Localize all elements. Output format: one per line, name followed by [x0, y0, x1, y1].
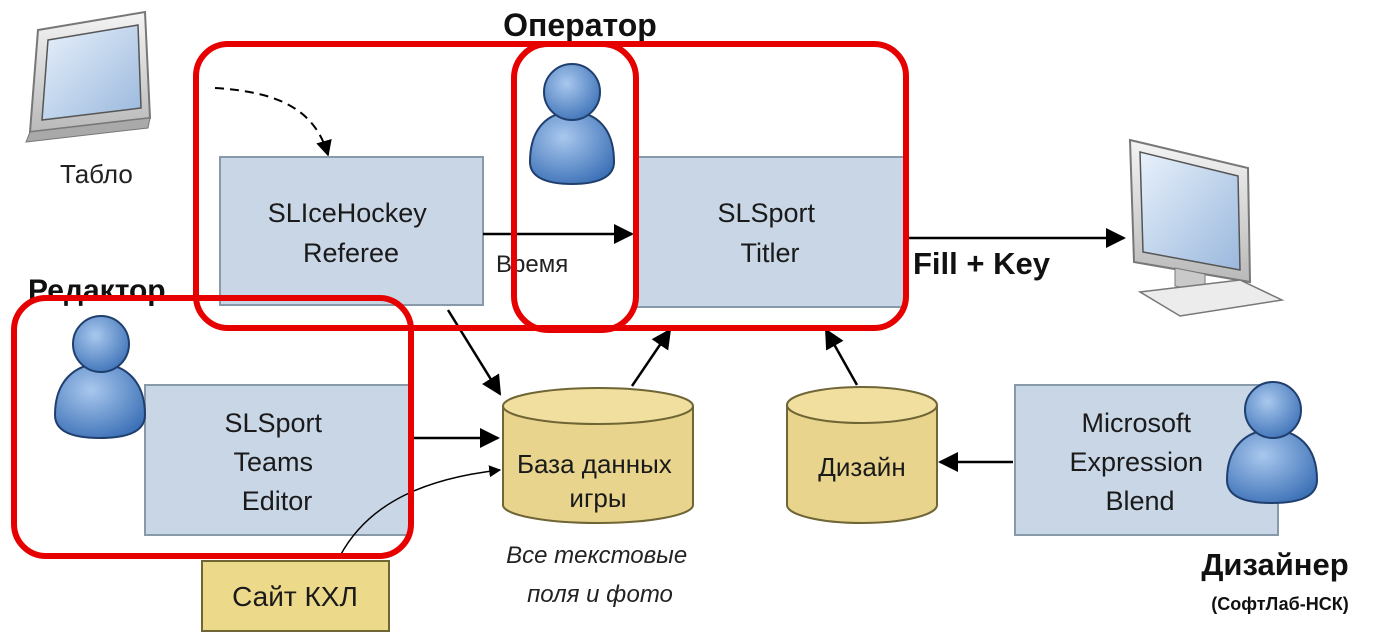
titler-line-1: SLSport — [717, 198, 815, 228]
teams-editor-line-3: Editor — [242, 486, 313, 516]
game-db-line-1: База данных — [517, 449, 672, 479]
tablo-label: Табло — [60, 159, 133, 189]
teams-editor-line-1: SLSport — [224, 408, 322, 438]
teams-editor-block: SLSport Teams Editor — [144, 384, 410, 536]
designer-org-label: (СофтЛаб-НСК) — [1211, 594, 1349, 614]
editor-highlight-frame — [11, 295, 414, 559]
note-line-1: Все текстовые — [506, 542, 687, 569]
titler-line-2: Titler — [741, 238, 800, 268]
designer-person-icon — [1225, 381, 1319, 505]
design-to-titler-arrow — [824, 328, 859, 386]
site-to-db-arrow — [339, 465, 502, 557]
game-database: База данных игры — [502, 387, 694, 524]
svg-text:База данных игры: База данных игры — [517, 449, 679, 513]
blend-line-3: Blend — [1105, 486, 1174, 516]
tablo-to-referee-arrow — [214, 87, 332, 157]
blend-line-2: Expression — [1069, 447, 1203, 477]
time-label: Время — [496, 251, 568, 278]
blend-line-1: Microsoft — [1081, 408, 1191, 438]
game-db-line-2: игры — [569, 483, 626, 513]
referee-line-2: Referee — [303, 238, 399, 268]
designer-label: Дизайнер — [1201, 547, 1348, 582]
editor-label: Редактор — [28, 274, 166, 307]
design-database: Дизайн — [786, 386, 938, 524]
svg-text:Microsoft Expression: Microsoft Expression Blend — [1069, 408, 1210, 516]
operator-person-highlight-frame — [511, 41, 639, 333]
svg-text:Все текстовые поля и фото: Все текстовые поля и фото — [506, 542, 694, 608]
svg-text:SLSport Teams Edit: SLSport Teams Editor — [224, 408, 329, 516]
khl-site-label: Сайт КХЛ — [232, 581, 358, 612]
svg-text:SLSport Titler: SLSport Titler — [717, 198, 822, 268]
design-db-label: Дизайн — [818, 452, 905, 482]
tablo-monitor-icon — [25, 10, 152, 143]
operator-label: Оператор — [503, 7, 657, 43]
referee-to-db-arrow — [446, 309, 502, 396]
editor-person-icon — [53, 315, 147, 440]
referee-line-1: SLIceHockey — [268, 198, 428, 228]
note-line-2: поля и фото — [527, 581, 673, 608]
titler-block: SLSport Titler — [635, 156, 905, 308]
db-to-titler-arrow — [630, 328, 672, 387]
operator-person-icon — [528, 63, 616, 186]
output-monitor-icon — [1128, 138, 1285, 317]
svg-text:SLIceHockey Referee: SLIceHockey Referee — [268, 198, 435, 268]
referee-block: SLIceHockey Referee — [219, 156, 484, 306]
teams-editor-line-2: Teams — [233, 447, 313, 477]
fill-key-label: Fill + Key — [913, 246, 1051, 281]
khl-site-box: Сайт КХЛ — [201, 560, 390, 632]
